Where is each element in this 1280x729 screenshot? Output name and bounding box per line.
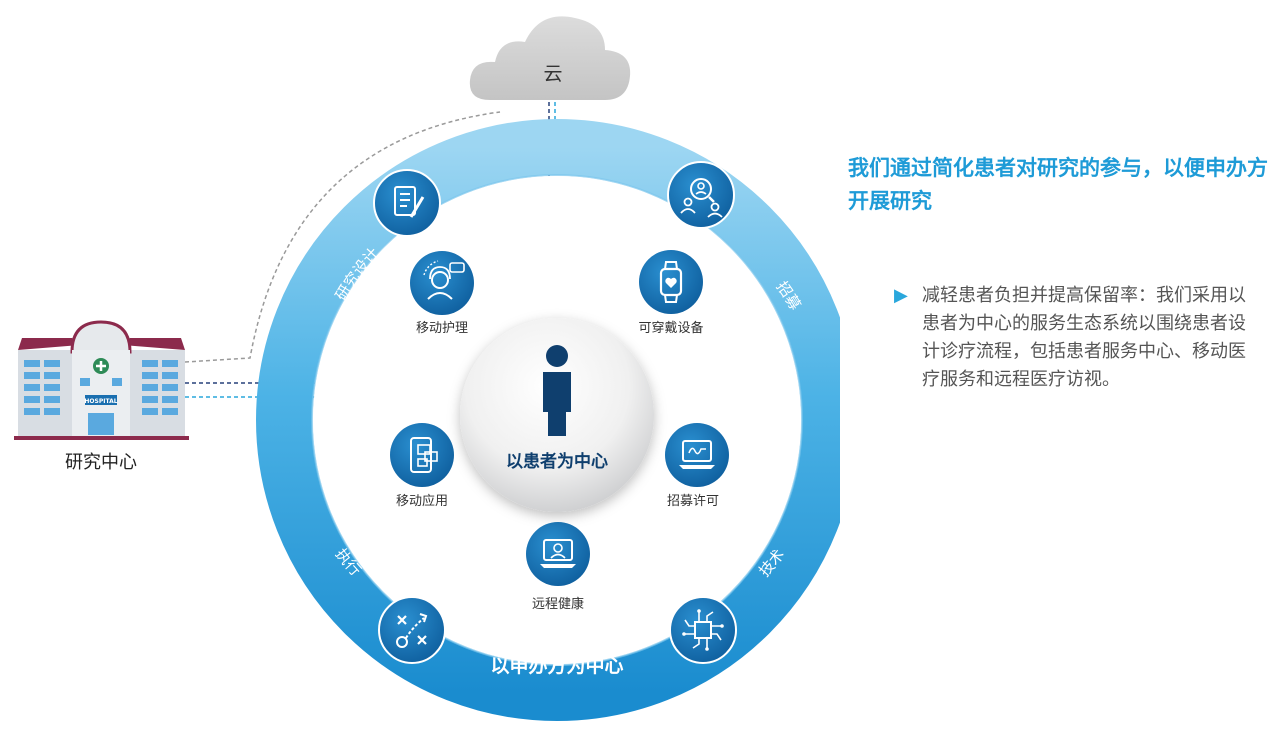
inner-service-label-wearables: 可穿戴设备	[638, 320, 703, 336]
center-label: 以患者为中心	[506, 451, 608, 472]
laptop-doctor-icon	[526, 522, 590, 586]
side-panel-bullet-text: 减轻患者负担并提高保留率：我们采用以患者为中心的服务生态系统以围绕患者设计诊疗流…	[922, 285, 1246, 390]
outer-ring	[256, 119, 840, 721]
diagram: 云 研究设计 招募 执行 技术 以申办方为中心	[14, 16, 840, 721]
inner-service-label-mobile-app: 移动应用	[396, 493, 448, 509]
laptop-signature-icon	[665, 423, 729, 487]
hospital-building: HOSPITAL	[14, 320, 189, 440]
ring-label-sponsor-centric: 以申办方为中心	[490, 654, 623, 677]
bullet-triangle-icon: ▶	[894, 285, 908, 306]
people-search-icon	[667, 161, 735, 229]
research-center-label: 研究中心	[65, 452, 137, 473]
side-panel-title: 我们通过简化患者对研究的参与，以便申办方开展研究	[848, 156, 1268, 213]
hospital-sign: HOSPITAL	[84, 398, 117, 405]
inner-service-label-mobile-nursing: 移动护理	[416, 321, 468, 336]
circuit-chip-icon	[669, 596, 737, 664]
smartwatch-heart-icon	[639, 250, 703, 314]
cloud: 云	[469, 16, 631, 100]
nurse-headset-icon	[410, 251, 474, 315]
mobile-app-icon	[390, 423, 454, 487]
inner-service-label-telehealth: 远程健康	[532, 596, 584, 612]
document-pen-icon	[373, 169, 441, 237]
center-patient-node: 以患者为中心	[460, 318, 654, 512]
person-icon	[543, 345, 571, 436]
side-panel-bullet: ▶ 减轻患者负担并提高保留率：我们采用以患者为中心的服务生态系统以围绕患者设计诊…	[894, 282, 1258, 394]
inner-service-label-recruit-consent: 招募许可	[667, 494, 719, 509]
cloud-label: 云	[543, 63, 562, 85]
strategy-play-icon	[378, 596, 446, 664]
